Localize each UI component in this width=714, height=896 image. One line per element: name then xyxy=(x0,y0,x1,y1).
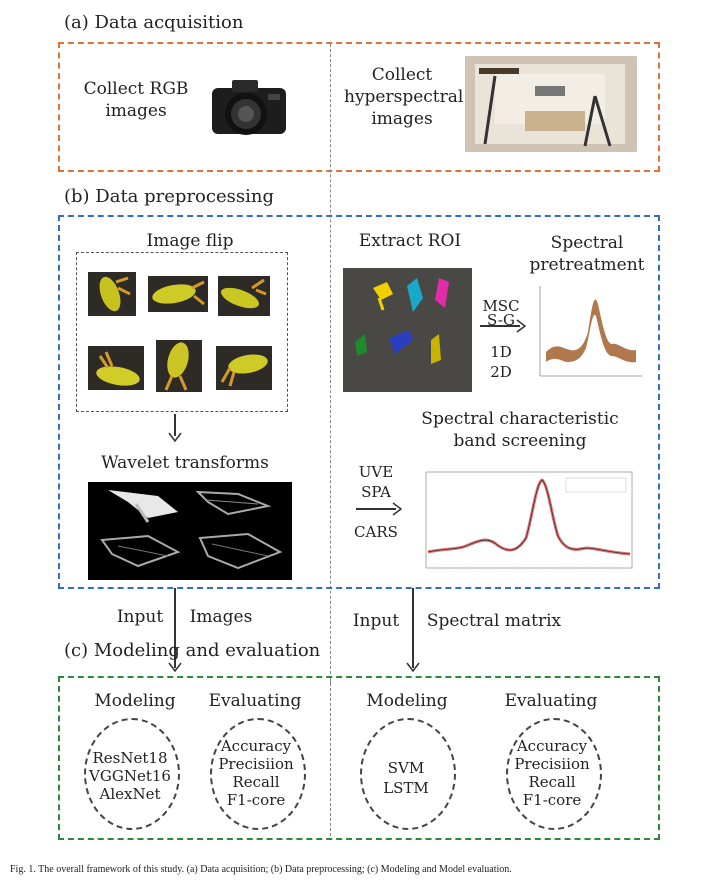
preprocessing-box xyxy=(58,215,660,589)
right-model-lstm: LSTM xyxy=(383,779,429,797)
left-model-vggnet16: VGGNet16 xyxy=(89,767,171,785)
input-right-label: Input xyxy=(352,611,400,631)
roi-to-pretreatment-arrow xyxy=(480,325,520,327)
modeling-divider xyxy=(330,678,331,836)
right-models-circle xyxy=(360,718,456,830)
left-model-resnet18: ResNet18 xyxy=(92,749,168,767)
screen-method-uve: UVE xyxy=(358,463,394,481)
acquisition-box xyxy=(58,42,660,172)
wavelet-label: Wavelet transforms xyxy=(101,453,269,473)
right-model-svm: SVM xyxy=(387,759,425,777)
band-screening-plot xyxy=(416,468,638,578)
image-flip-box xyxy=(76,252,288,412)
right-metric-recall: Recall xyxy=(528,773,576,791)
flipped-leaf-1 xyxy=(88,272,136,316)
screening-arrowhead xyxy=(392,502,402,516)
spectral-pretreatment-label: Spectral pretreatment xyxy=(529,233,645,275)
modeling-box xyxy=(58,676,660,840)
left-metric-recall: Recall xyxy=(232,773,280,791)
image-flip-label: Image flip xyxy=(146,231,234,251)
right-metric-precision: Precisiion xyxy=(514,755,590,773)
flipped-leaf-5 xyxy=(156,340,202,392)
wavelet-image xyxy=(88,482,292,580)
section-a-title: (a) Data acquisition xyxy=(64,12,244,33)
section-c-title: (c) Modeling and evaluation xyxy=(64,640,321,661)
spectral-flow-arrowhead xyxy=(406,662,420,672)
screen-method-spa: SPA xyxy=(361,483,391,501)
right-metrics-circle xyxy=(506,718,602,830)
images-flow-arrow xyxy=(174,588,176,668)
roi-to-pretreatment-arrowhead xyxy=(516,319,526,333)
left-metric-precision: Precisiion xyxy=(218,755,294,773)
screening-arrow xyxy=(356,508,396,510)
left-evaluating-label: Evaluating xyxy=(208,691,302,711)
right-modeling-label: Modeling xyxy=(366,691,448,711)
images-label: Images xyxy=(189,607,253,627)
right-metric-f1: F1-core xyxy=(522,791,582,809)
spectral-matrix-label: Spectral matrix xyxy=(426,611,562,631)
flip-to-wavelet-arrow xyxy=(174,414,176,436)
left-modeling-label: Modeling xyxy=(94,691,176,711)
flipped-leaf-3 xyxy=(218,276,270,316)
section-b-title: (b) Data preprocessing xyxy=(64,186,274,207)
pretreat-method-2d: 2D xyxy=(490,363,512,381)
pretreat-method-sg: S-G xyxy=(487,311,515,329)
left-metric-f1: F1-core xyxy=(226,791,286,809)
spectral-flow-arrow xyxy=(412,588,414,668)
flipped-leaf-2 xyxy=(148,276,208,312)
images-flow-arrowhead xyxy=(168,662,182,672)
right-metric-accuracy: Accuracy xyxy=(516,737,588,755)
extract-roi-label: Extract ROI xyxy=(358,231,462,251)
rgb-label: Collect RGB images xyxy=(83,79,189,121)
right-evaluating-label: Evaluating xyxy=(504,691,598,711)
hsi-label: Collect hyperspectral images xyxy=(344,65,464,129)
left-metric-accuracy: Accuracy xyxy=(220,737,292,755)
left-models-circle xyxy=(84,718,180,830)
center-divider xyxy=(330,44,331,684)
figure-caption: Fig. 1. The overall framework of this st… xyxy=(10,864,512,875)
camera-image xyxy=(204,74,294,144)
pretreat-method-1d: 1D xyxy=(490,343,512,361)
hyperspectral-setup-image xyxy=(465,56,637,152)
roi-image xyxy=(343,268,472,392)
flipped-leaf-6 xyxy=(216,346,272,390)
band-screening-label: Spectral characteristic band screening xyxy=(421,409,619,451)
input-left-label: Input xyxy=(116,607,164,627)
left-metrics-circle xyxy=(210,718,306,830)
pretreatment-spectrum-plot xyxy=(532,282,644,382)
pretreat-method-msc: MSC xyxy=(482,297,520,315)
flipped-leaf-4 xyxy=(88,346,144,390)
screen-method-cars: CARS xyxy=(354,523,398,541)
left-model-alexnet: AlexNet xyxy=(99,785,161,803)
flip-to-wavelet-arrowhead xyxy=(168,432,182,442)
